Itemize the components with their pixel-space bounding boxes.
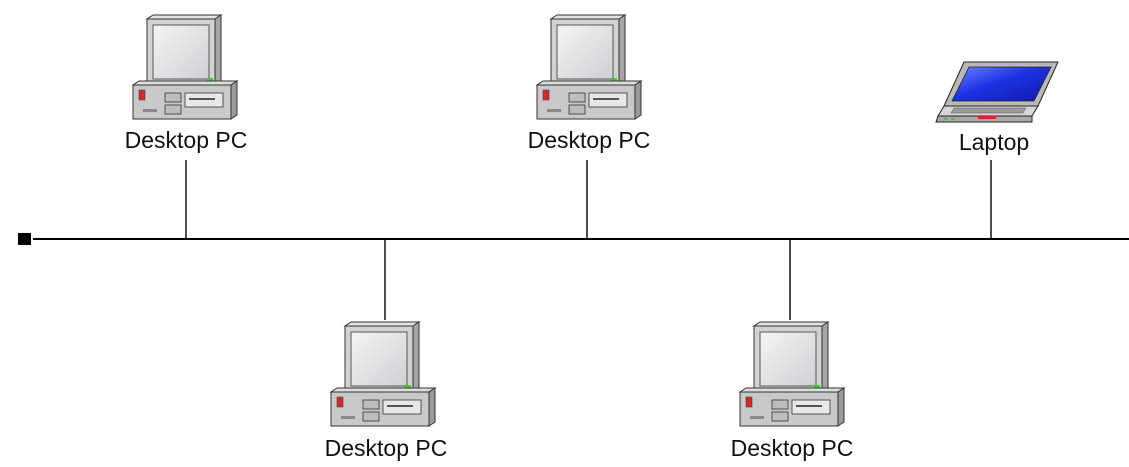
node-label-laptop-1: Laptop	[958, 129, 1030, 155]
desktop-pc-icon	[329, 321, 437, 427]
node-label-pc-3: Desktop PC	[527, 127, 651, 153]
desktop-pc-icon	[738, 321, 846, 427]
node-label-pc-1: Desktop PC	[124, 127, 248, 153]
bus-terminator	[18, 233, 31, 245]
laptop-icon	[935, 61, 1059, 123]
node-label-pc-4: Desktop PC	[730, 435, 854, 461]
desktop-pc-icon	[535, 14, 643, 120]
desktop-pc-icon	[131, 14, 239, 120]
node-label-pc-2: Desktop PC	[324, 435, 448, 461]
